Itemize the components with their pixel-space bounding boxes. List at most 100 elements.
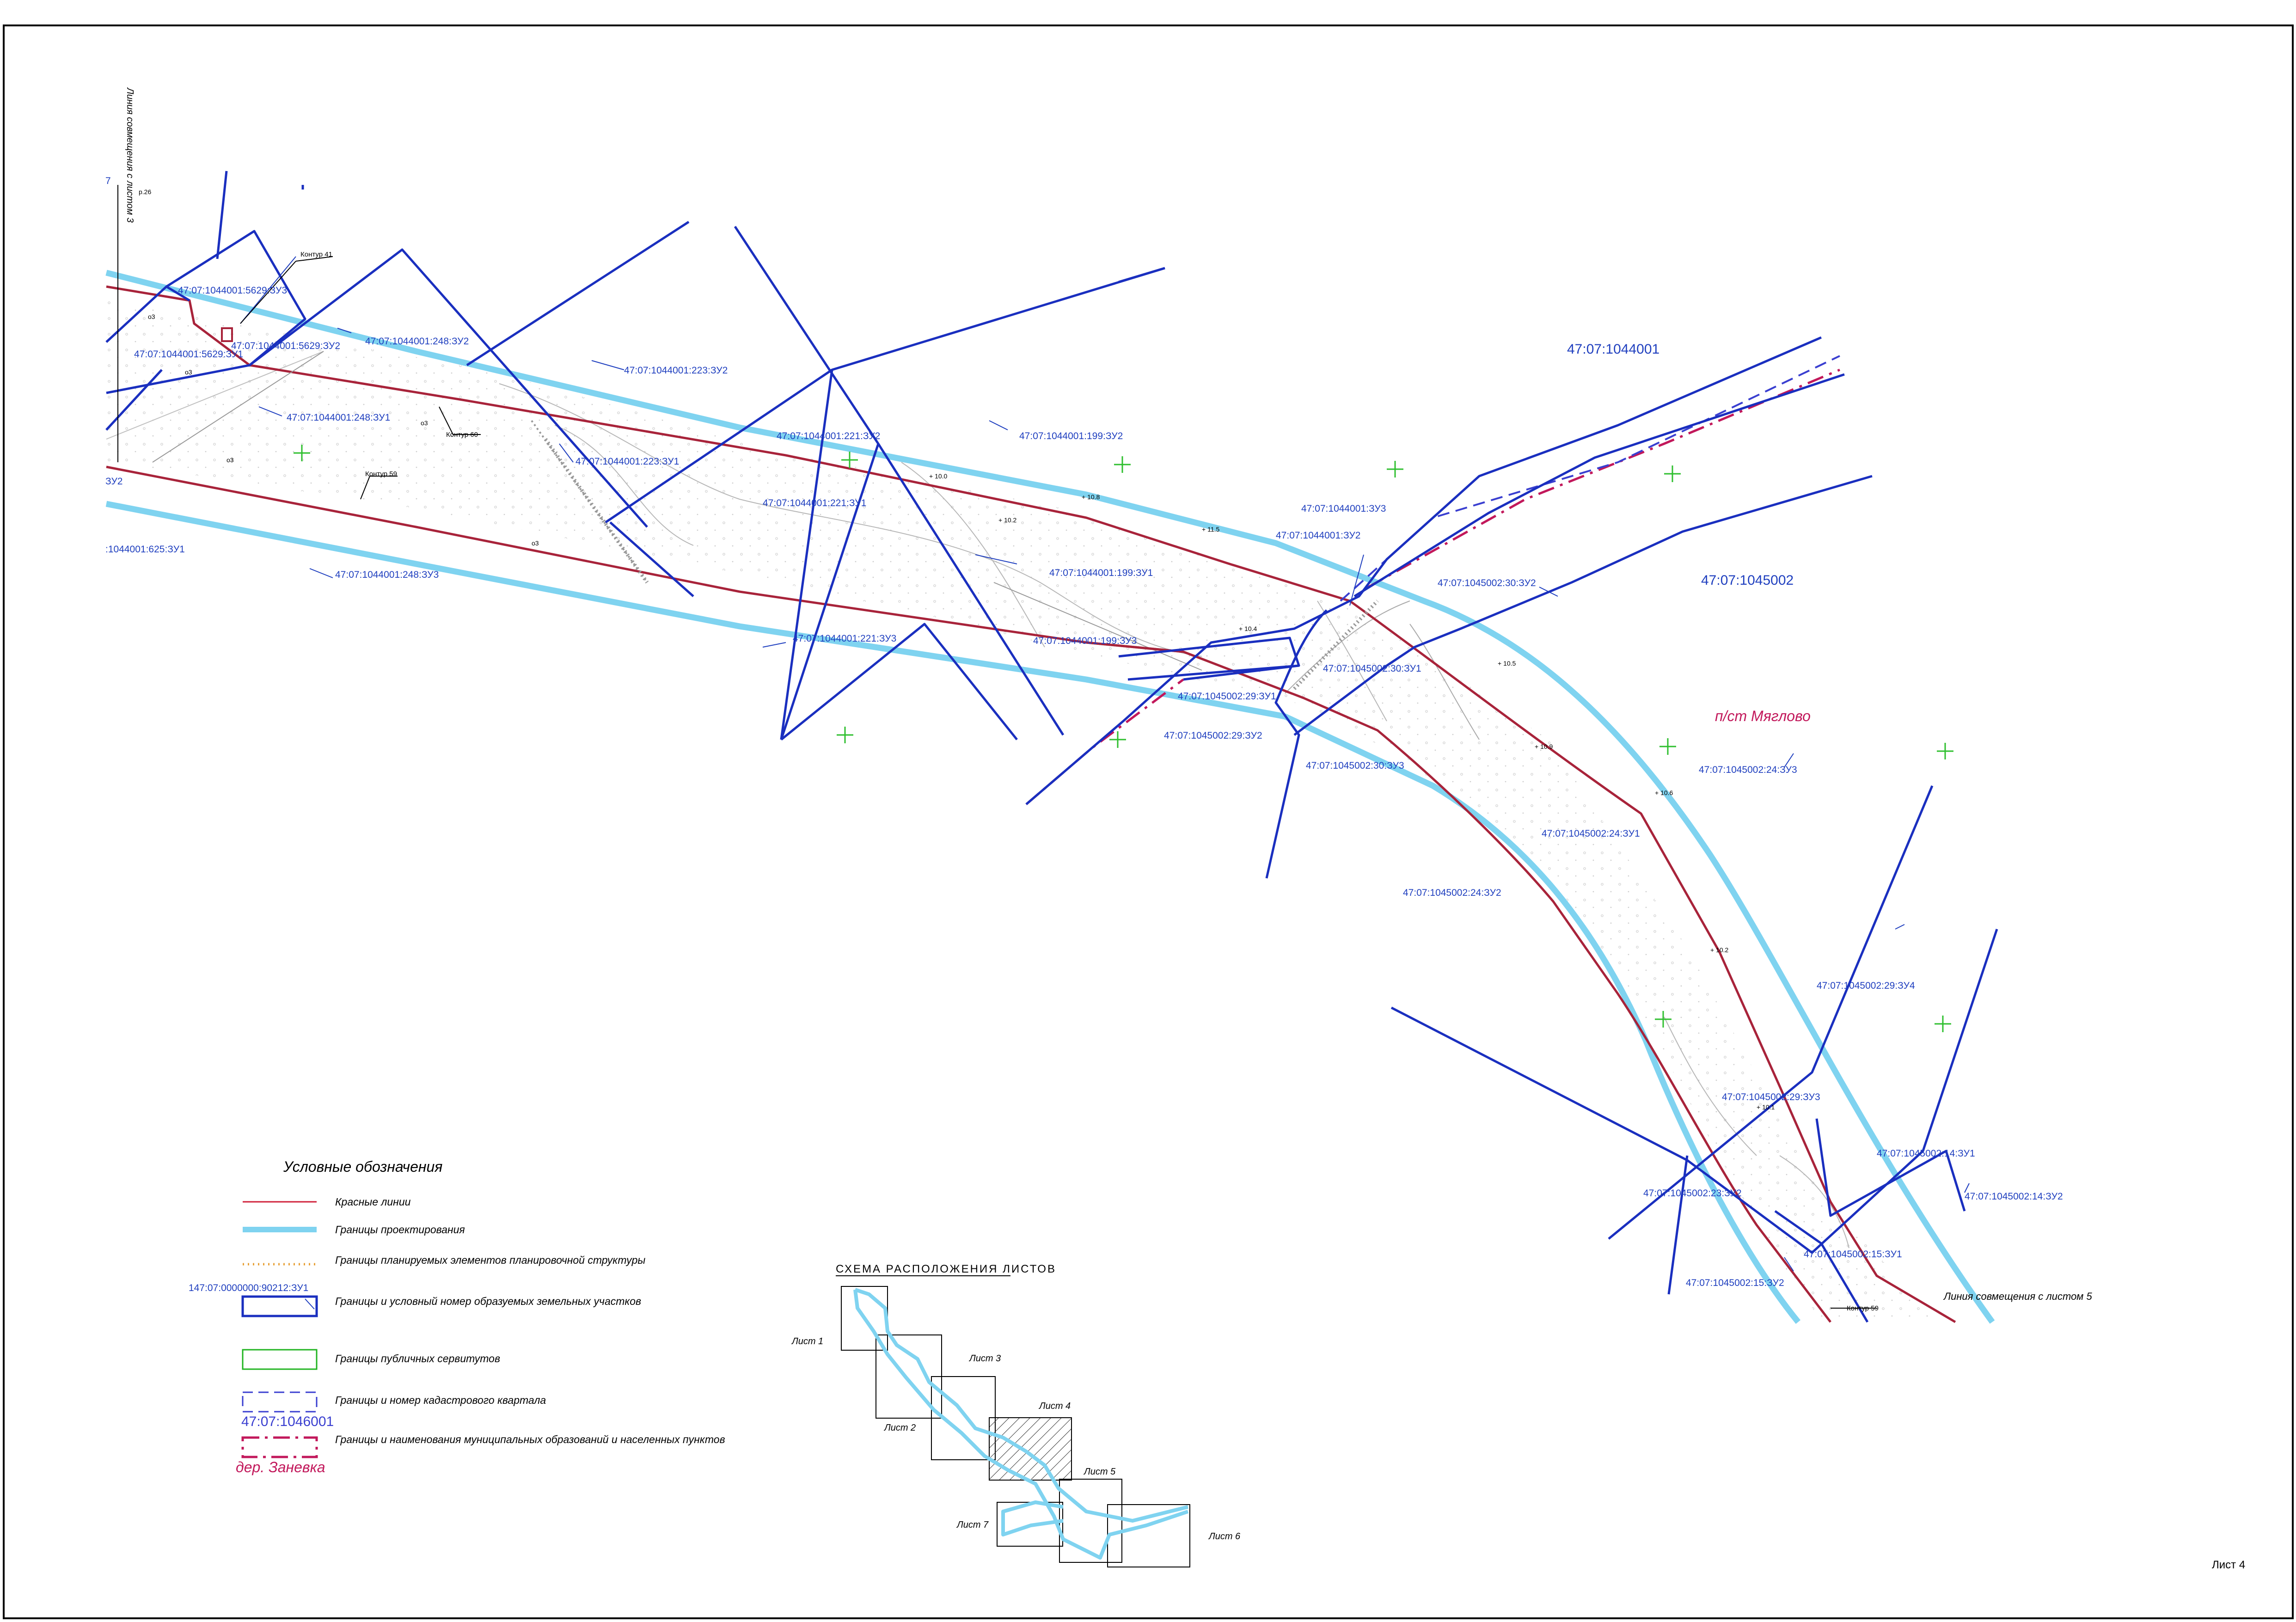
parcel-label: 47:07:1045002:14:ЗУ2 [1965, 1191, 2063, 1202]
contour-60-label: Контур 60 [446, 431, 478, 439]
parcel-label: 47:07:1044001:221:ЗУ2 [777, 431, 880, 441]
sheet-layout-scheme: СХЕМА РАСПОЛОЖЕНИЯ ЛИСТОВ Лист 1 Лист 2 … [791, 1263, 1241, 1567]
parcel-boundaries [105, 171, 1998, 1323]
parcel-label: 47:07:1045002:24:ЗУ1 [1542, 828, 1640, 839]
scheme-label-sheet-2: Лист 2 [883, 1423, 916, 1433]
parcel-label: 47:07:1045002:24:ЗУ2 [1403, 888, 1501, 898]
contour-leaders [240, 256, 1877, 1309]
contour-59-label-2: Контур 59 [1847, 1304, 1879, 1312]
parcel-label: 47:07:1045002:24:ЗУ3 [1699, 765, 1797, 775]
legend-quarter-swatch [242, 1391, 318, 1413]
parcel-label: 47:07:1044001:199:ЗУ2 [1019, 431, 1123, 441]
contour-59-label: Контур 59 [365, 470, 397, 478]
svg-text:+ 10.1: + 10.1 [1757, 1103, 1775, 1111]
match-line-ref: р.26 [139, 188, 151, 196]
svg-text:о3: о3 [148, 313, 155, 320]
settlement-label: п/ст Мяглово [1715, 708, 1811, 724]
svg-text:+ 10.6: + 10.6 [1655, 789, 1673, 796]
svg-text:о3: о3 [227, 456, 234, 464]
scheme-label-sheet-1: Лист 1 [791, 1336, 823, 1347]
scheme-title: СХЕМА РАСПОЛОЖЕНИЯ ЛИСТОВ [836, 1263, 1056, 1275]
quarter-label-1045002: 47:07:1045002 [1701, 573, 1794, 588]
legend-item: Границы и условный номер образуемых земе… [335, 1295, 641, 1307]
parcel-label: 47:07:1044001:221:ЗУ1 [763, 498, 866, 508]
scheme-label-sheet-4: Лист 4 [1038, 1401, 1071, 1411]
sheet-number: Лист 4 [2212, 1559, 2245, 1571]
servitude-crosses [294, 445, 1953, 1032]
parcel-label: 47:07:1045002:29:ЗУ2 [1164, 730, 1262, 741]
parcel-label: 47:07:1045002:30:ЗУ3 [1306, 760, 1404, 771]
terrain-contours [106, 351, 1849, 1249]
contour-41-marker [221, 327, 233, 342]
sheet-frame [3, 24, 2294, 1619]
parcel-label: 7 [105, 176, 111, 186]
parcel-label: 47:07:1044001:223:ЗУ1 [576, 456, 679, 467]
design-boundaries [105, 269, 1995, 1324]
parcel-labels: 47:07:1044001:5629:ЗУ3 47:07:1044001:562… [105, 176, 2063, 1288]
contour-41-label: Контур 41 [300, 251, 332, 258]
legend-parcel-sample-label: 147:07:0000000:90212:ЗУ1 [189, 1283, 308, 1293]
svg-text:о3: о3 [185, 368, 192, 376]
legend-municipal-swatch [241, 1436, 318, 1458]
svg-text:+ 11.5: + 11.5 [1202, 526, 1219, 533]
svg-text:+ 10.2: + 10.2 [998, 516, 1017, 524]
match-line-note-left: Линия совмещения с листом 3 [125, 87, 135, 223]
scheme-label-sheet-7: Лист 7 [956, 1520, 989, 1530]
parcel-label: 47:07:1044001:5629:ЗУ2 [231, 341, 340, 351]
legend-servitude-swatch [242, 1349, 318, 1370]
parcel-label: 47:07:1044001:248:ЗУ1 [287, 412, 390, 423]
quarter-boundary [1340, 355, 1840, 602]
quarter-label-1044001: 47:07:1044001 [1567, 342, 1659, 357]
svg-text:+ 10.2: + 10.2 [1710, 946, 1729, 954]
parcel-label: 47:07:1044001:ЗУ3 [1301, 503, 1386, 514]
parcel-label: 47:07:1045002:29:ЗУ4 [1817, 980, 1915, 991]
railway-symbol [152, 351, 1379, 690]
parcel-label: 47:07:1045002:30:ЗУ2 [1438, 578, 1536, 588]
match-line-note-bottom: Линия совмещения с листом 5 [1943, 1291, 2093, 1302]
parcel-label: 47:07:1044001:5629:ЗУ1 [134, 349, 243, 360]
scheme-sheet-4 [989, 1417, 1072, 1481]
svg-text:о3: о3 [532, 539, 539, 547]
svg-text:+ 10.9: + 10.9 [1535, 743, 1553, 750]
parcel-label: 47:07:1044001:ЗУ2 [1276, 530, 1360, 541]
parcel-label: 47:07:1044001:223:ЗУ2 [624, 365, 728, 376]
parcel-label: 47:07:1044001:221:ЗУ3 [793, 633, 896, 644]
legend-item: Границы публичных сервитутов [335, 1353, 500, 1365]
scheme-label-sheet-5: Лист 5 [1083, 1467, 1116, 1477]
legend-municipal-sample: дер. Заневка [236, 1459, 325, 1475]
svg-text:о3: о3 [421, 419, 428, 427]
parcel-label: 47:07:1045002:23:ЗУ2 [1643, 1188, 1742, 1199]
municipal-boundaries [1025, 368, 1840, 805]
leader-lines [240, 256, 1970, 1272]
svg-text:+ 10.0: + 10.0 [929, 472, 948, 480]
legend-quarter-sample: 47:07:1046001 [241, 1414, 334, 1429]
legend-item: Границы проектирования [335, 1224, 465, 1236]
legend-item: Красные линии [335, 1196, 411, 1208]
parcel-label: 47:07:1044001:199:ЗУ3 [1033, 636, 1137, 646]
svg-text:+ 10.5: + 10.5 [1498, 660, 1516, 667]
parcel-label: 47:07:1045002:15:ЗУ2 [1686, 1278, 1784, 1288]
parcel-label: 47:07:1045002:29:ЗУ1 [1178, 691, 1276, 702]
svg-text:+ 10.8: + 10.8 [1082, 493, 1100, 501]
scheme-sheet-5 [1059, 1479, 1122, 1563]
parcel-label: 47:07:1045002:30:ЗУ1 [1323, 663, 1421, 674]
scheme-label-sheet-3: Лист 3 [968, 1353, 1001, 1364]
legend-item: Границы и номер кадастрового квартала [335, 1394, 546, 1406]
legend: Условные обозначения Красные линии Грани… [189, 1158, 725, 1475]
parcel-label: :1044001:625:ЗУ1 [105, 544, 185, 555]
survey-marks: + 10.0 + 10.2 + 10.8 + 11.5 + 10.4 + 10.… [148, 313, 1775, 1111]
legend-title: Условные обозначения [283, 1158, 442, 1175]
parcel-label: 47:07:1044001:248:ЗУ2 [365, 336, 469, 347]
parcel-label: 47:07:1045002:15:ЗУ1 [1804, 1249, 1902, 1260]
parcel-label: 47:07:1045002:14:ЗУ1 [1877, 1148, 1975, 1159]
legend-parcel-swatch [241, 1295, 318, 1317]
legend-item: Границы планируемых элементов планировоч… [335, 1254, 645, 1266]
parcel-label: 47:07:1044001:199:ЗУ1 [1049, 568, 1153, 578]
svg-text:+ 10.4: + 10.4 [1239, 625, 1257, 632]
scheme-label-sheet-6: Лист 6 [1208, 1531, 1241, 1542]
legend-item: Границы и наименования муниципальных обр… [335, 1433, 725, 1445]
parcel-label: 47:07:1045002:29:ЗУ3 [1722, 1092, 1820, 1102]
parcel-label: ЗУ2 [105, 476, 122, 487]
parcel-label: 47:07:1044001:248:ЗУ3 [335, 569, 439, 580]
